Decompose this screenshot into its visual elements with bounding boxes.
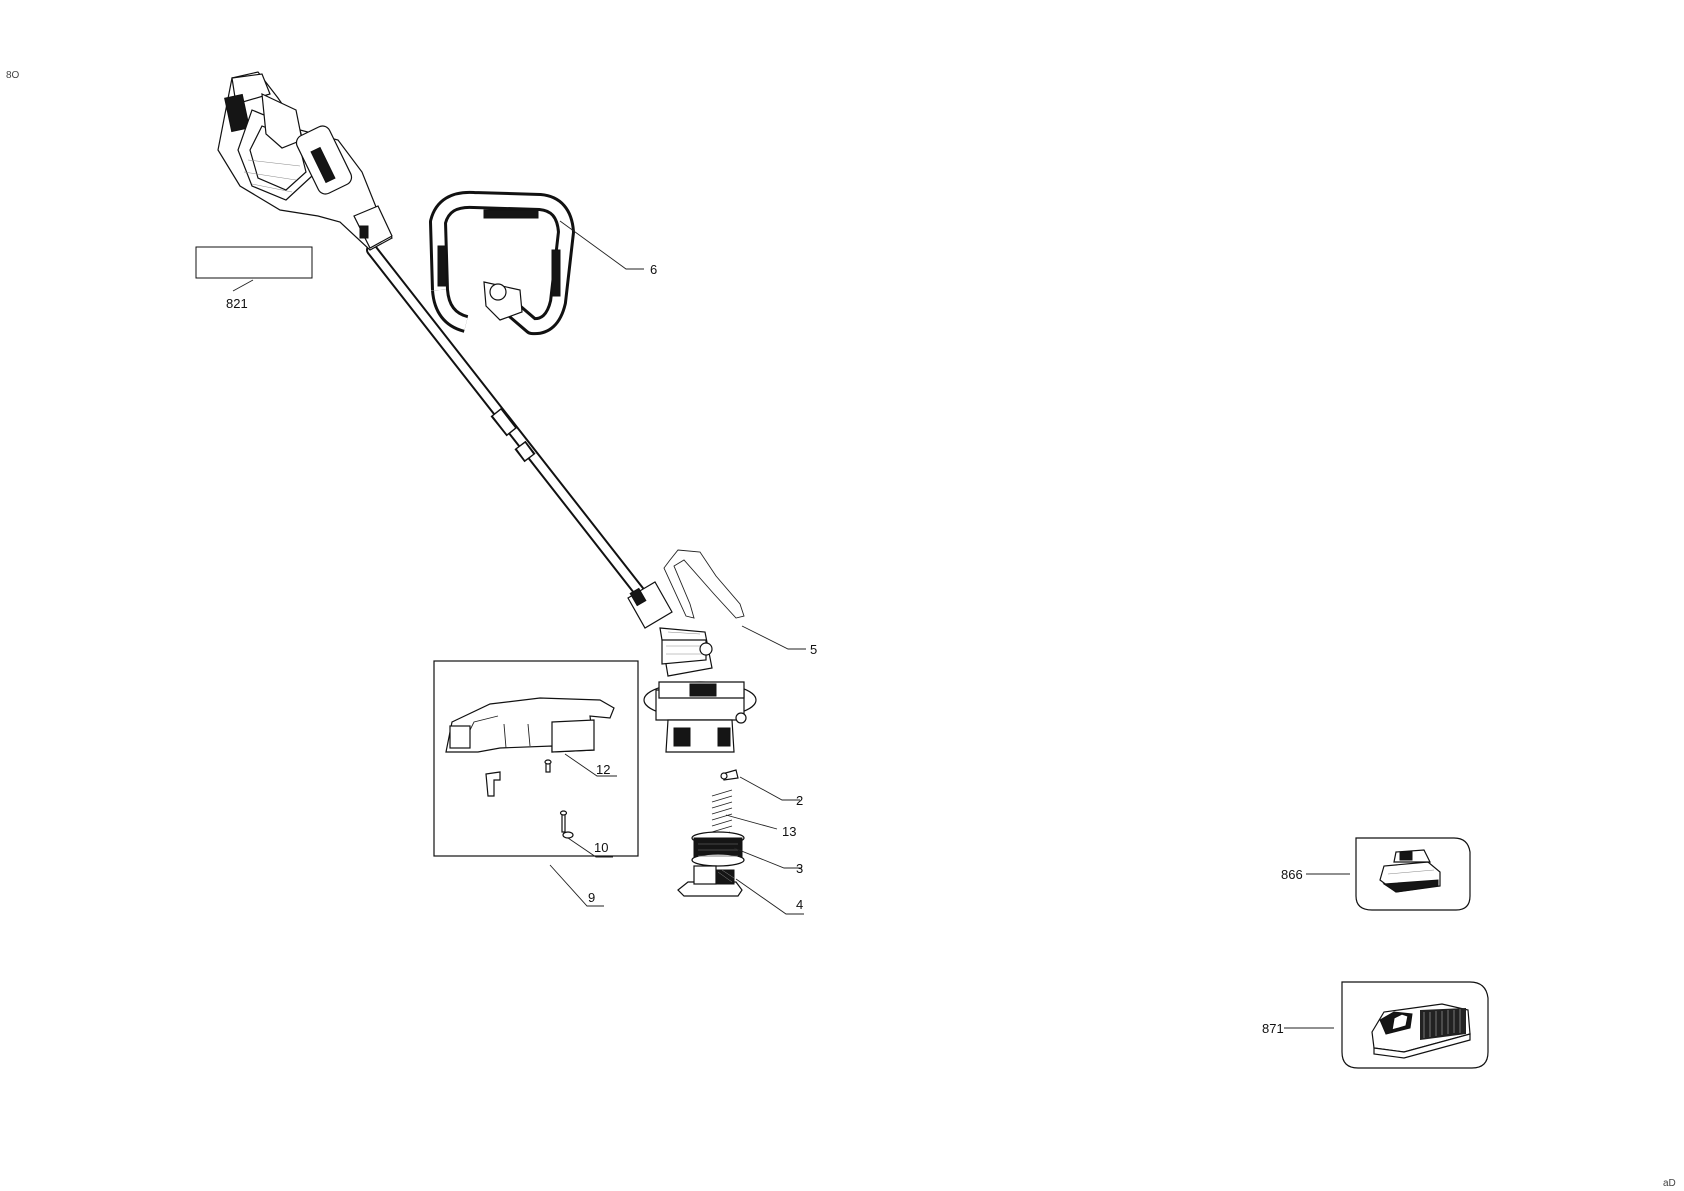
battery-pack-box bbox=[1355, 837, 1471, 911]
guard-screw-small bbox=[544, 759, 552, 773]
callout-12: 12 bbox=[596, 762, 610, 777]
callout-871: 871 bbox=[1262, 1021, 1284, 1036]
callout-10: 10 bbox=[594, 840, 608, 855]
callout-9: 9 bbox=[588, 890, 595, 905]
screw-part-2 bbox=[720, 769, 739, 781]
auxiliary-handle bbox=[429, 190, 575, 336]
callout-866: 866 bbox=[1281, 867, 1303, 882]
callout-3: 3 bbox=[796, 861, 803, 876]
guard-screw bbox=[559, 810, 574, 839]
guard-kit-box bbox=[433, 660, 639, 857]
callout-4: 4 bbox=[796, 897, 803, 912]
guard-clip bbox=[485, 771, 501, 797]
string-trimmer-drawing bbox=[217, 71, 757, 753]
leader-lines bbox=[232, 220, 1350, 1029]
callout-821: 821 bbox=[226, 296, 248, 311]
callout-2: 2 bbox=[796, 793, 803, 808]
charger-box bbox=[1341, 981, 1489, 1069]
callout-6: 6 bbox=[650, 262, 657, 277]
line-spool-part-3 bbox=[691, 831, 745, 867]
trimmer-motor-head bbox=[627, 581, 757, 753]
guard-part bbox=[445, 697, 615, 753]
battery-pack bbox=[1379, 849, 1441, 893]
charger bbox=[1371, 1003, 1471, 1059]
trimmer-rear-handle bbox=[217, 71, 393, 251]
spring-part-13 bbox=[711, 789, 733, 839]
edge-guide-wire bbox=[663, 549, 745, 619]
corner-mark-bottom-right: aD bbox=[1663, 1178, 1676, 1189]
corner-mark-top-left: 8O bbox=[6, 70, 20, 81]
trimmer-shaft bbox=[366, 244, 648, 601]
spool-cap-part-4 bbox=[677, 865, 743, 897]
callout-5: 5 bbox=[810, 642, 817, 657]
label-plate bbox=[195, 246, 313, 279]
callout-13: 13 bbox=[782, 824, 796, 839]
callout-labels: 6 5 2 13 3 4 9 10 12 821 866 871 bbox=[226, 262, 1303, 1036]
